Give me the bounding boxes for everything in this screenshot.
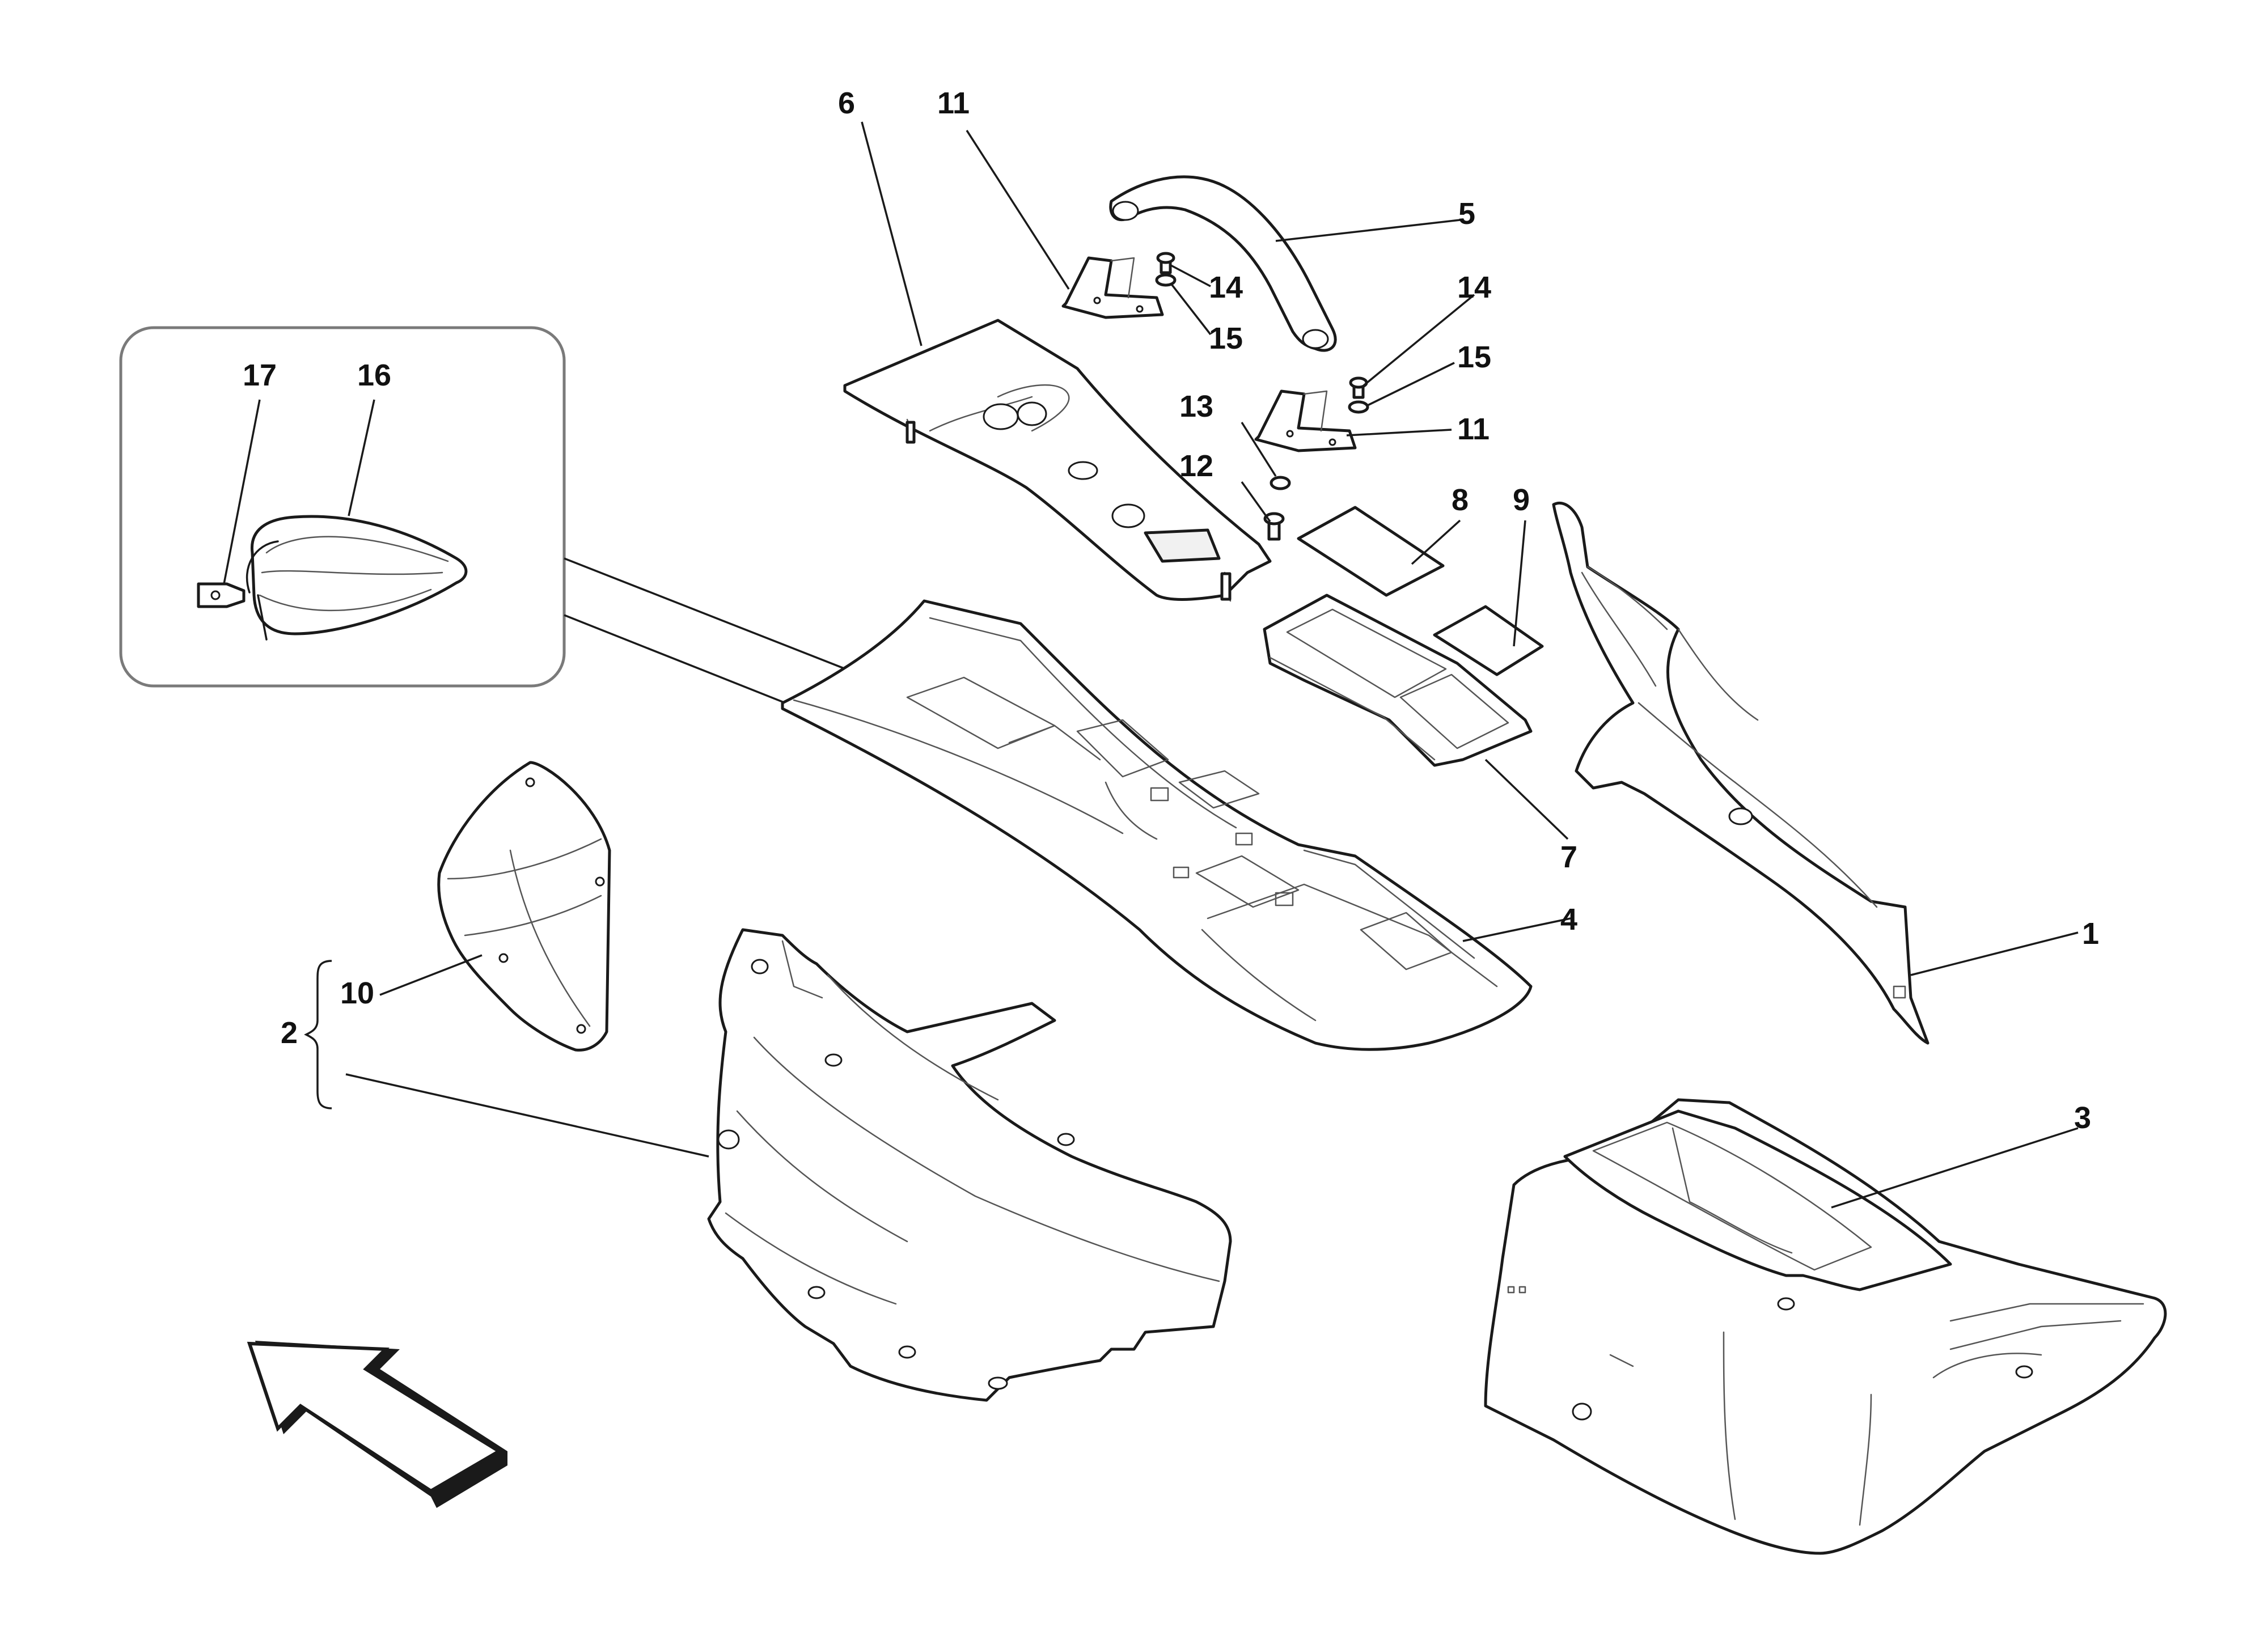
callout-3: 3 (2074, 1101, 2091, 1135)
callout-16: 16 (357, 358, 391, 392)
callout-12: 12 (1179, 449, 1213, 483)
leader-8 (1411, 519, 1461, 565)
bracket-part-11-upper (1061, 256, 1164, 319)
callout-10: 10 (340, 976, 374, 1010)
callout-5: 5 (1458, 197, 1475, 231)
storage-tray-part-7 (1263, 594, 1533, 767)
leader-3 (1831, 1127, 2079, 1209)
leader-5 (1275, 219, 1461, 242)
callout-15-lower: 15 (1457, 340, 1491, 374)
washer-part-15-upper (1155, 273, 1177, 287)
side-trim-part-1 (1552, 501, 1930, 1045)
callout-14-lower: 14 (1457, 270, 1491, 304)
callout-6: 6 (838, 86, 855, 120)
callout-1: 1 (2082, 917, 2099, 951)
grab-handle-part-5 (1109, 175, 1337, 352)
callout-2: 2 (281, 1016, 298, 1050)
washer-part-13 (1270, 476, 1291, 490)
leader-1 (1910, 931, 2079, 976)
fasteners (1155, 252, 1369, 541)
boot-gaiter-part-16 (250, 515, 468, 635)
leader-17 (223, 399, 261, 584)
leader-2 (345, 1073, 709, 1158)
lower-trim-part-2 (707, 928, 1232, 1402)
callout-11-lower: 11 (1457, 412, 1490, 446)
callout-14-upper: 14 (1209, 270, 1243, 304)
mat-part-9 (1433, 605, 1544, 676)
leader-11-lower (1346, 429, 1452, 437)
callout-17: 17 (243, 358, 277, 392)
callout-8: 8 (1452, 483, 1469, 517)
leader-11-upper (966, 130, 1070, 290)
leader-9 (1513, 520, 1526, 647)
clamp-part-17 (197, 540, 279, 641)
callout-labels: 6 11 5 14 15 14 15 11 13 12 8 9 7 4 1 3 … (281, 86, 2099, 1135)
leader-7 (1484, 759, 1569, 840)
mat-part-8 (1297, 506, 1445, 597)
leader-lines (304, 121, 2079, 1209)
brace-2 (304, 960, 332, 1109)
tunnel-base-part-3 (1484, 1098, 2167, 1555)
inset-frame (119, 326, 566, 688)
washer-part-15-lower (1348, 400, 1369, 414)
leader-16 (348, 399, 375, 516)
callout-15-upper: 15 (1209, 321, 1243, 355)
callout-11-upper: 11 (937, 86, 970, 120)
leader-15-lower (1367, 362, 1455, 406)
upper-trim-panel-part-6 (843, 319, 1272, 602)
leader-12 (1241, 481, 1271, 523)
leader-15-upper (1170, 282, 1212, 336)
callout-13: 13 (1179, 389, 1213, 423)
front-direction-arrow-icon (247, 1341, 507, 1508)
bracket-part-11-lower (1254, 389, 1357, 452)
leader-14-upper (1170, 264, 1211, 287)
leader-10 (379, 954, 483, 996)
leader-6 (861, 121, 923, 346)
callout-7: 7 (1560, 840, 1577, 874)
leader-13 (1241, 422, 1277, 477)
detail-inset: 17 16 (119, 326, 1214, 874)
center-console-part-4 (781, 599, 1533, 1051)
callout-4: 4 (1560, 902, 1577, 937)
leader-14-lower (1363, 294, 1475, 387)
leader-4 (1462, 917, 1571, 942)
panel-part-10 (437, 761, 611, 1052)
callout-9: 9 (1513, 483, 1530, 517)
